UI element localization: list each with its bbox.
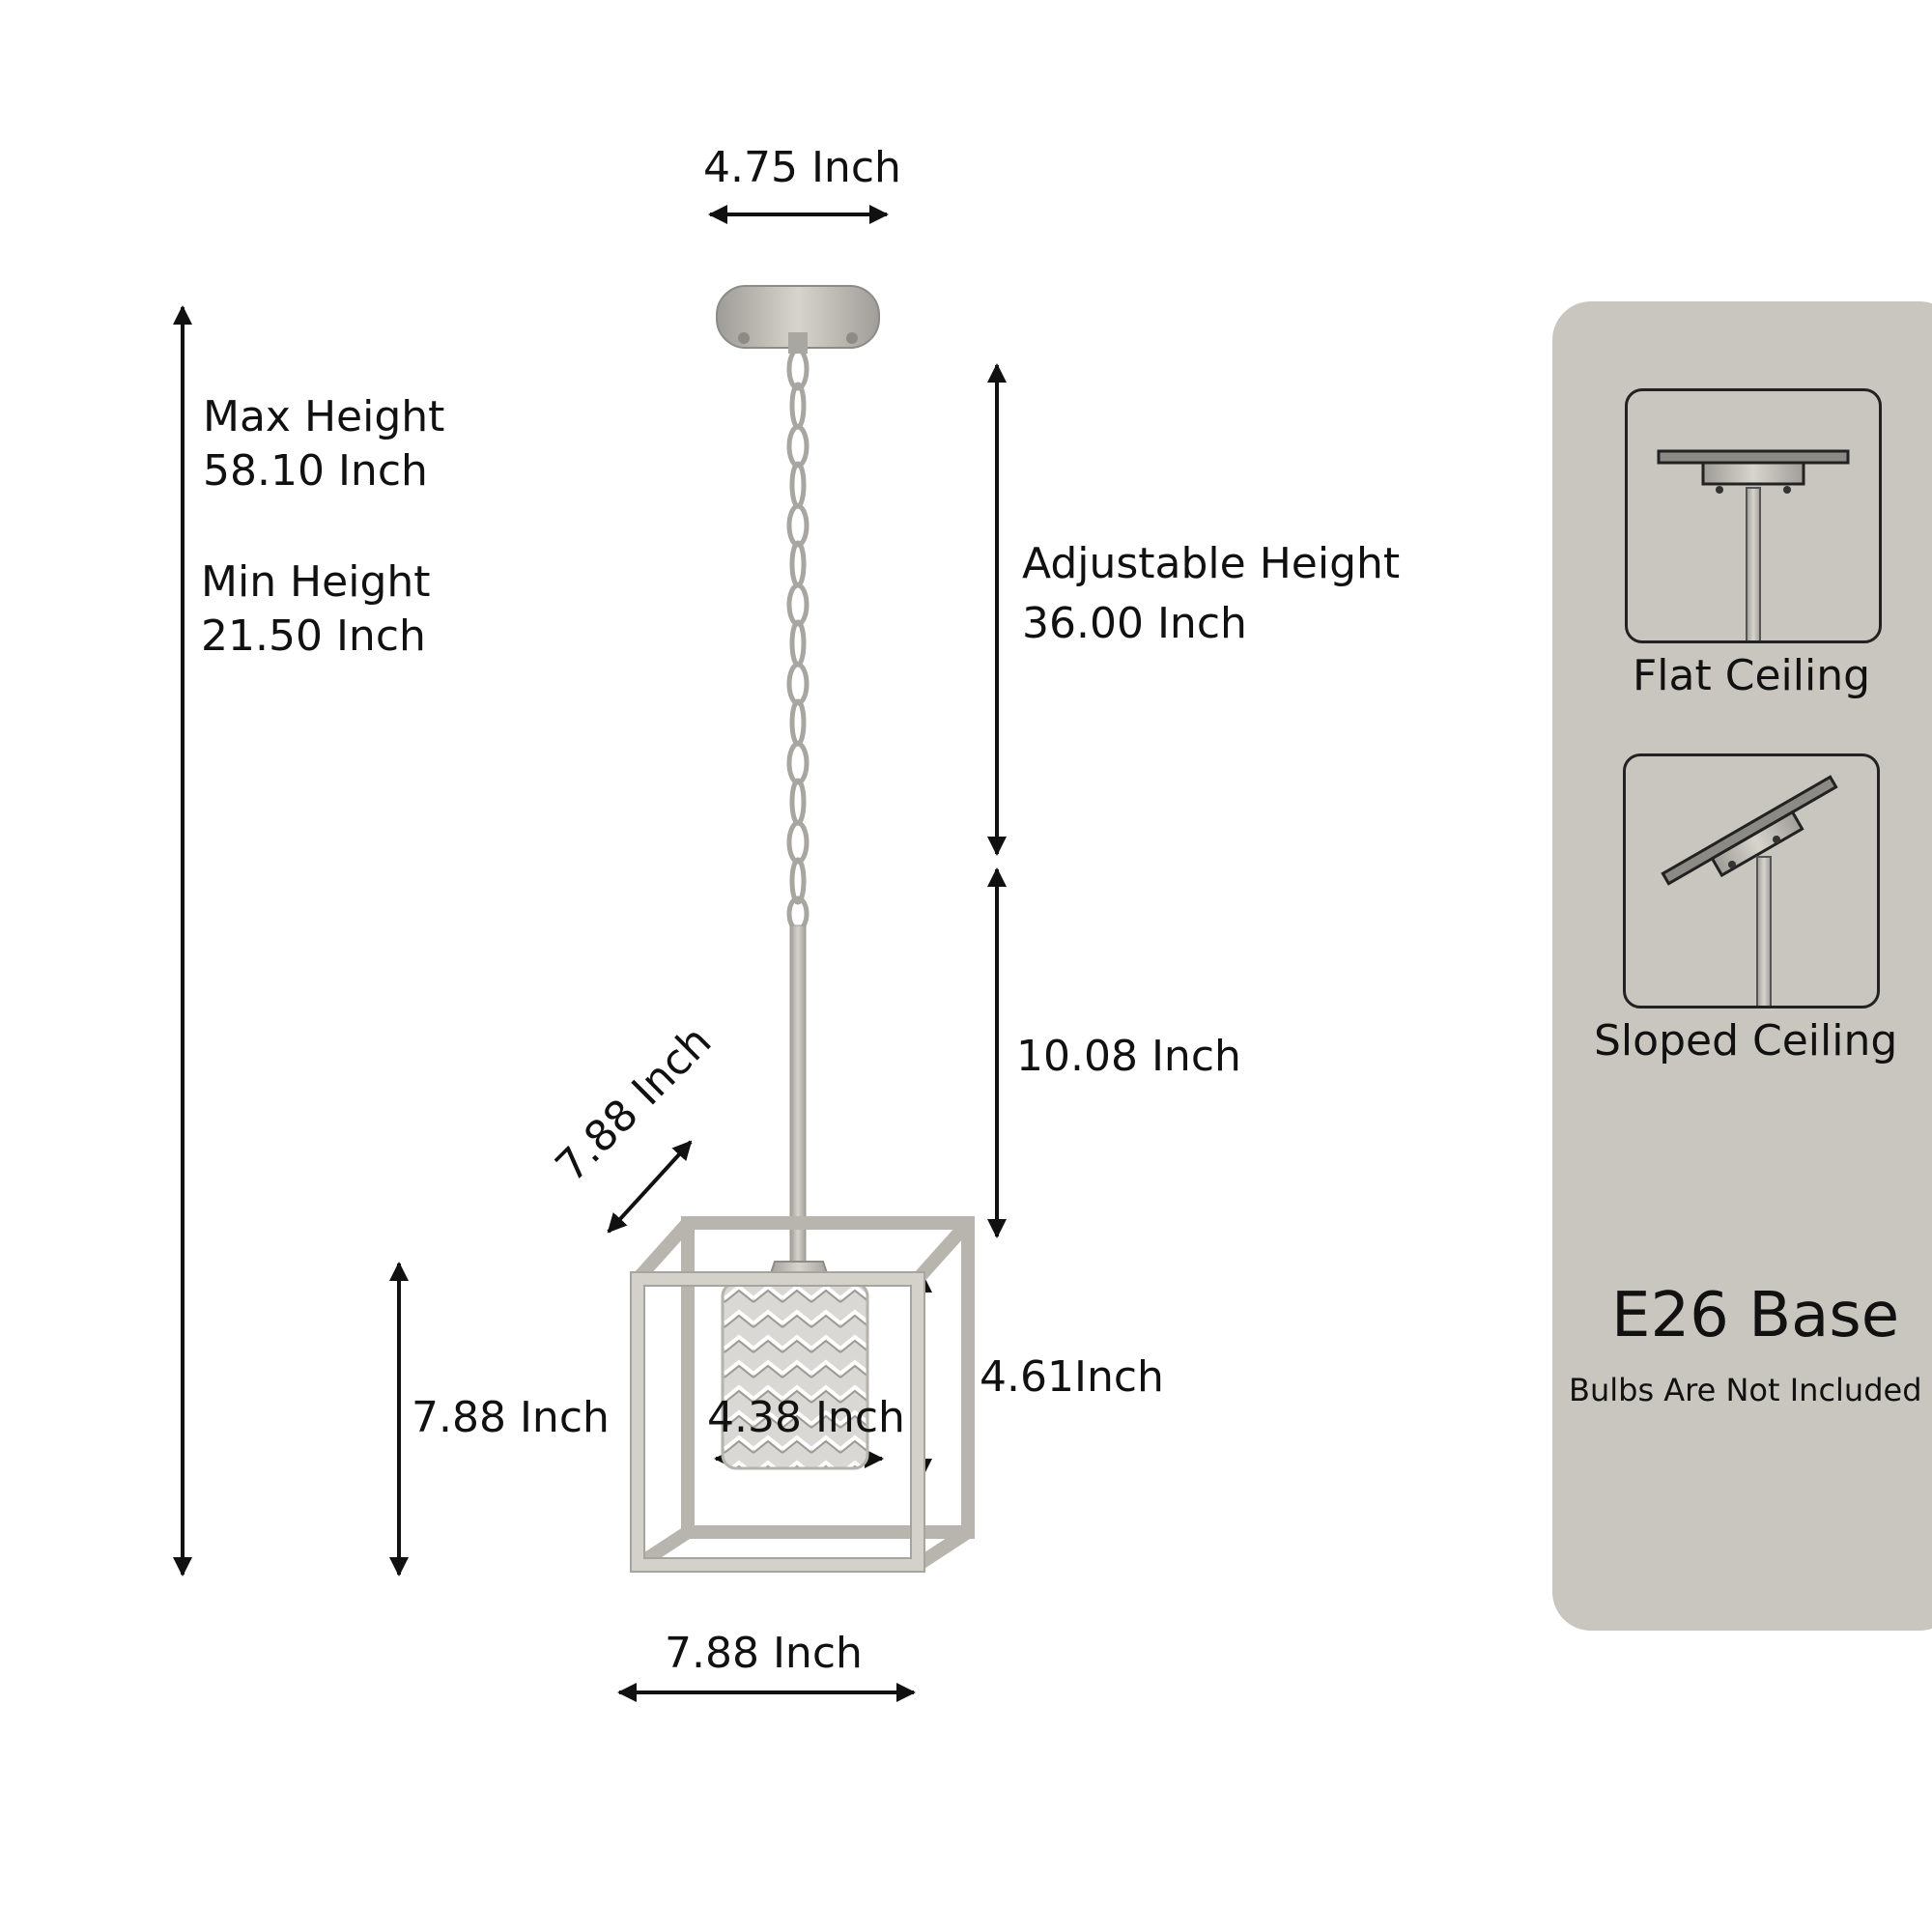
- shade-height-label: 4.61Inch: [980, 1352, 1164, 1402]
- chain: [786, 347, 810, 932]
- shade-width-label: 4.38 Inch: [707, 1393, 905, 1442]
- sloped-ceiling-label: Sloped Ceiling: [1594, 1016, 1898, 1065]
- flat-ceiling-label: Flat Ceiling: [1633, 651, 1871, 700]
- drop-length-label: 10.08 Inch: [1016, 1032, 1241, 1081]
- bulbs-note: Bulbs Are Not Included: [1569, 1372, 1922, 1408]
- cage-height-label: 7.88 Inch: [412, 1393, 610, 1442]
- adjustable-height-value: 36.00 Inch: [1022, 599, 1247, 648]
- flat-ceiling-box: [1625, 388, 1882, 643]
- pendant-light: [630, 285, 975, 1573]
- min-height-label: Min Height: [201, 557, 431, 607]
- cage-width-label: 7.88 Inch: [665, 1629, 863, 1678]
- adjustable-height-label: Adjustable Height: [1022, 539, 1401, 588]
- max-height-value: 58.10 Inch: [203, 446, 428, 496]
- base-type-title: E26 Base: [1611, 1280, 1900, 1351]
- canopy-width-label: 4.75 Inch: [703, 143, 901, 192]
- canopy: [716, 285, 880, 354]
- sloped-ceiling-box: [1623, 753, 1880, 1009]
- sloped-ceiling-icon: [1661, 775, 1838, 1006]
- dimension-arrows: [173, 205, 1007, 1702]
- max-height-label: Max Height: [203, 392, 445, 441]
- cage-depth-arrow: [607, 1140, 693, 1234]
- min-height-value: 21.50 Inch: [201, 611, 426, 661]
- flat-ceiling-icon: [1657, 449, 1850, 640]
